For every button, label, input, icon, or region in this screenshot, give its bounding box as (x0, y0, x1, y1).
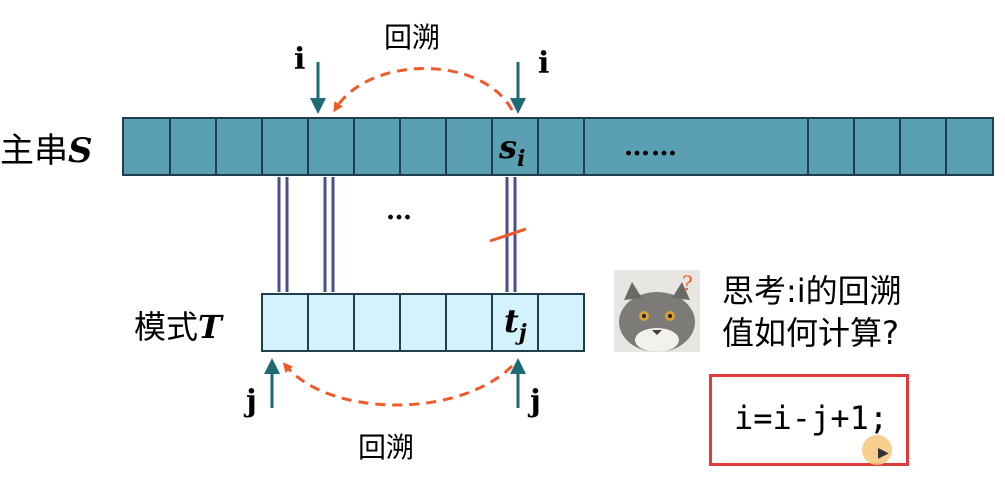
backtrack-arrow-top (333, 67, 514, 113)
svg-text:?: ? (682, 271, 693, 295)
cell-t-j: tj (504, 302, 527, 346)
answer-box: i=i-j+1; ▶ (709, 374, 909, 466)
backtrack-arrow-bottom (282, 362, 514, 407)
mouse-cursor-icon: ▶ (878, 445, 889, 461)
mismatch-mark (489, 227, 527, 243)
cell-t-char: t (504, 302, 519, 340)
pointer-i-right: i (538, 46, 550, 81)
pointer-i-left: i (294, 42, 306, 77)
j-arrows (264, 358, 526, 408)
cell-s-char: s (499, 128, 518, 166)
backtrack-label-bottom: 回溯 (358, 431, 415, 464)
middle-ellipsis: … (386, 196, 412, 226)
main-string-var: S (68, 131, 93, 171)
pattern-string-title: 模式 (134, 308, 199, 346)
backtrack-label-top: 回溯 (384, 21, 441, 54)
pointer-j-left: j (246, 384, 257, 419)
main-string-label: 主串S (0, 123, 93, 172)
main-ellipsis: …… (624, 132, 678, 162)
pattern-string-label: 模式T (134, 302, 222, 348)
cursor-highlight (862, 435, 892, 465)
answer-formula: i=i-j+1; (734, 399, 889, 437)
match-connectors (277, 177, 517, 292)
cell-s-i: si (499, 128, 525, 172)
question-line-1: 思考:i的回溯 (722, 272, 902, 310)
thinking-cat-icon: ? (614, 270, 700, 352)
question-text: 思考:i的回溯 值如何计算? (722, 270, 902, 354)
pattern-string-cells (261, 293, 585, 352)
cell-s-sub: i (517, 146, 526, 172)
pointer-j-right: j (530, 384, 541, 419)
cell-t-sub: j (518, 320, 527, 346)
pattern-string-var: T (198, 308, 222, 346)
question-line-2: 值如何计算? (722, 314, 899, 352)
main-string-title: 主串 (0, 131, 68, 171)
i-arrows (310, 62, 526, 114)
main-string-cells (122, 117, 994, 176)
